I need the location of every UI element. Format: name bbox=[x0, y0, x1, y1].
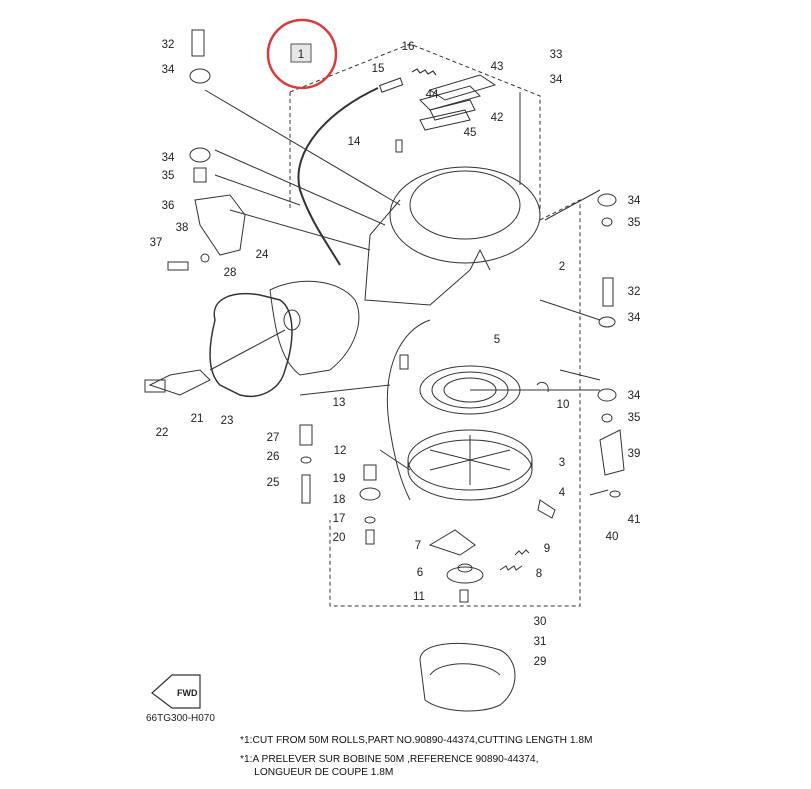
callout-part-15[interactable]: 15 bbox=[372, 63, 385, 75]
callout-part-29[interactable]: 29 bbox=[534, 656, 547, 668]
callout-part-34[interactable]: 34 bbox=[628, 195, 641, 207]
callout-part-6[interactable]: 6 bbox=[417, 567, 423, 579]
callout-part-40[interactable]: 40 bbox=[606, 531, 619, 543]
callout-part-28[interactable]: 28 bbox=[224, 267, 237, 279]
callout-part-41[interactable]: 41 bbox=[628, 514, 641, 526]
callout-part-22[interactable]: 22 bbox=[156, 427, 169, 439]
callout-part-25[interactable]: 25 bbox=[267, 477, 280, 489]
callout-part-23[interactable]: 23 bbox=[221, 415, 234, 427]
fwd-arrow-icon: FWD bbox=[151, 674, 201, 709]
callout-part-2[interactable]: 2 bbox=[559, 261, 565, 273]
callout-part-34[interactable]: 34 bbox=[628, 390, 641, 402]
part-1-tag[interactable] bbox=[290, 43, 312, 63]
callout-part-19[interactable]: 19 bbox=[333, 473, 346, 485]
note-line-2: *1:A PRELEVER SUR BOBINE 50M ,REFERENCE … bbox=[240, 754, 539, 765]
callout-part-34[interactable]: 34 bbox=[550, 74, 563, 86]
callout-part-37[interactable]: 37 bbox=[150, 237, 163, 249]
callout-part-35[interactable]: 35 bbox=[628, 412, 641, 424]
callout-part-34[interactable]: 34 bbox=[162, 64, 175, 76]
callout-part-24[interactable]: 24 bbox=[256, 249, 269, 261]
callout-part-5[interactable]: 5 bbox=[494, 334, 500, 346]
callout-part-44[interactable]: 44 bbox=[426, 89, 439, 101]
assembly-outline-lower bbox=[289, 92, 581, 607]
callout-part-8[interactable]: 8 bbox=[536, 568, 542, 580]
callout-part-20[interactable]: 20 bbox=[333, 532, 346, 544]
callout-part-16[interactable]: 16 bbox=[402, 41, 415, 53]
highlight-circle bbox=[266, 18, 338, 90]
note-line-3: LONGUEUR DE COUPE 1.8M bbox=[240, 767, 394, 778]
callout-part-12[interactable]: 12 bbox=[334, 445, 347, 457]
callout-part-18[interactable]: 18 bbox=[333, 494, 346, 506]
diagram-code: 66TG300-H070 bbox=[146, 713, 215, 724]
callout-part-33[interactable]: 33 bbox=[550, 49, 563, 61]
fwd-label: FWD bbox=[177, 688, 198, 698]
callout-part-45[interactable]: 45 bbox=[464, 127, 477, 139]
callout-part-10[interactable]: 10 bbox=[557, 399, 570, 411]
callout-part-35[interactable]: 35 bbox=[162, 170, 175, 182]
callout-part-26[interactable]: 26 bbox=[267, 451, 280, 463]
callout-part-3[interactable]: 3 bbox=[559, 457, 565, 469]
callout-part-34[interactable]: 34 bbox=[162, 152, 175, 164]
note-line-1: *1:CUT FROM 50M ROLLS,PART NO.90890-4437… bbox=[240, 735, 593, 746]
callout-part-36[interactable]: 36 bbox=[162, 200, 175, 212]
callout-part-13[interactable]: 13 bbox=[333, 397, 346, 409]
callout-part-32[interactable]: 32 bbox=[628, 286, 641, 298]
assembly-outline bbox=[289, 43, 541, 220]
callout-part-9[interactable]: 9 bbox=[544, 543, 550, 555]
callout-part-39[interactable]: 39 bbox=[628, 448, 641, 460]
callout-part-32[interactable]: 32 bbox=[162, 39, 175, 51]
callout-part-43[interactable]: 43 bbox=[491, 61, 504, 73]
callout-part-7[interactable]: 7 bbox=[415, 540, 421, 552]
callout-part-27[interactable]: 27 bbox=[267, 432, 280, 444]
callout-part-30[interactable]: 30 bbox=[534, 616, 547, 628]
callout-part-21[interactable]: 21 bbox=[191, 413, 204, 425]
callout-part-42[interactable]: 42 bbox=[491, 112, 504, 124]
callout-part-31[interactable]: 31 bbox=[534, 636, 547, 648]
callout-part-35[interactable]: 35 bbox=[628, 217, 641, 229]
callout-part-11[interactable]: 11 bbox=[413, 591, 425, 603]
callout-part-14[interactable]: 14 bbox=[348, 136, 361, 148]
callout-part-4[interactable]: 4 bbox=[559, 487, 566, 499]
callout-part-34[interactable]: 34 bbox=[628, 312, 641, 324]
callout-part-1[interactable]: 1 bbox=[298, 49, 304, 61]
callout-part-38[interactable]: 38 bbox=[176, 222, 189, 234]
callout-part-17[interactable]: 17 bbox=[333, 513, 346, 525]
cable-part-1[interactable] bbox=[297, 87, 379, 266]
